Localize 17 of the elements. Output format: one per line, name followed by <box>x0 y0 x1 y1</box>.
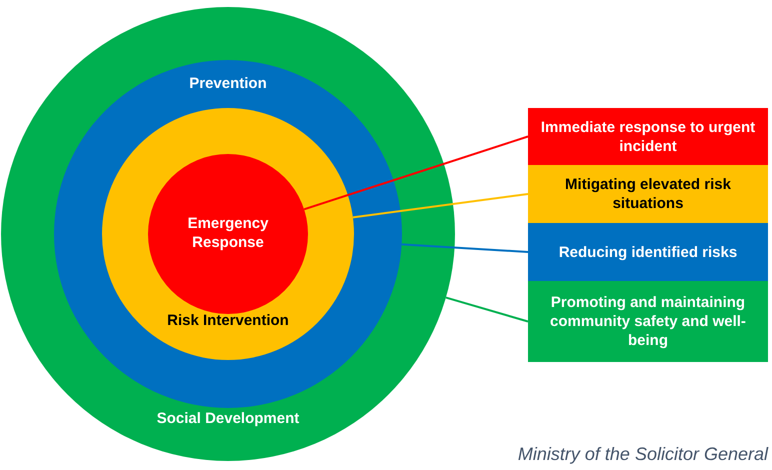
description-box <box>528 281 768 362</box>
description-box <box>528 108 768 165</box>
leader-line <box>402 243 528 253</box>
ring-label: Risk Intervention <box>166 311 290 330</box>
ring-label: Prevention <box>188 74 268 93</box>
box-text: Mitigating elevated risk situations <box>564 175 732 213</box>
caption: Ministry of the Solicitor General <box>518 443 768 466</box>
box-text: Promoting and maintaining community safety and well-being <box>549 293 747 350</box>
leader-line <box>446 296 528 322</box>
leader-line <box>352 193 528 218</box>
leader-line <box>304 136 528 210</box>
ring-label: Emergency Response <box>186 214 270 252</box>
description-box <box>528 165 768 223</box>
box-text: Immediate response to urgent incident <box>540 118 756 156</box>
description-box <box>528 223 768 281</box>
box-text: Reducing identified risks <box>558 242 738 262</box>
ring-label: Social Development <box>156 409 300 428</box>
